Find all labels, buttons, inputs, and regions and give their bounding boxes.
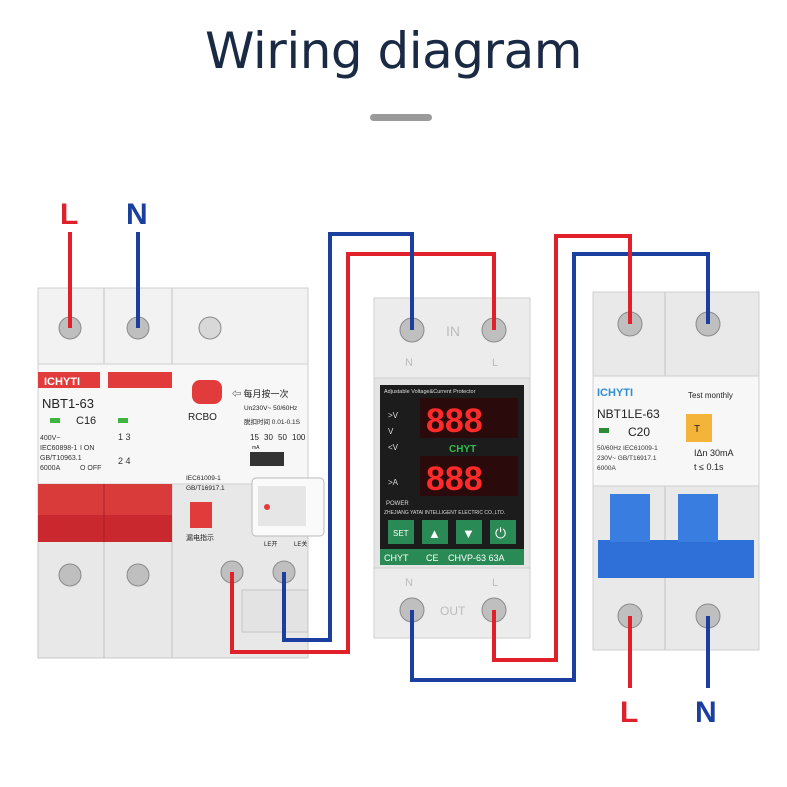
- rcbo-current-0: 15: [250, 433, 259, 442]
- rcbo-schematic-icon: 1 3: [118, 432, 131, 442]
- title-underline: [370, 114, 432, 121]
- rcbo-on-label: I ON: [80, 445, 94, 452]
- protector-brand-bottom: CHYT: [384, 553, 409, 563]
- protector-down-button[interactable]: [456, 520, 482, 544]
- protector-company: ZHEJIANG YATAI INTELLIGENT ELECTRIC CO.,…: [384, 510, 505, 516]
- rccb-sensitivity: IΔn 30mA: [694, 448, 734, 458]
- rcbo-status-led-1: [50, 418, 60, 423]
- wire-protector-to-rccb-live: [492, 234, 632, 662]
- protector-ind-3: >A: [388, 478, 399, 487]
- protector-down-label: ▼: [462, 526, 475, 541]
- rcbo-current-2: 50: [278, 433, 287, 442]
- rcbo-off-label: O OFF: [80, 465, 101, 472]
- rcbo-current-1: 30: [264, 433, 273, 442]
- rcbo-spec-2: GB/T10963.1: [40, 455, 82, 462]
- protector-ce-mark: CE: [426, 553, 439, 563]
- protector-in-label: IN: [446, 323, 460, 339]
- rccb-test-button[interactable]: [686, 414, 712, 442]
- protector-bottom-n: N: [405, 577, 413, 589]
- rcbo-name: RCBO: [188, 412, 217, 423]
- input-live-label: L: [60, 198, 78, 231]
- rcbo-slide-switch[interactable]: [250, 452, 284, 466]
- page-title: Wiring diagram: [205, 22, 582, 80]
- rccb-model: NBT1LE-63: [597, 407, 660, 421]
- protector-up-button[interactable]: [422, 520, 448, 544]
- protector-bottom-l: L: [492, 577, 498, 589]
- protector-power-label: POWER: [386, 501, 409, 507]
- output-neutral-label: N: [695, 696, 717, 729]
- rccb-brand: ICHYTI: [597, 387, 633, 399]
- rccb-breaker: ICHYTI NBT1LE-63 C20 50/60Hz IEC61009-1 …: [592, 291, 760, 651]
- rcbo-breaker: ICHYTI NBT1-63 C16 400V~ IEC60898-1 GB/T…: [37, 287, 325, 659]
- rcbo-standard-1: GB/T16917.1: [186, 485, 225, 492]
- svg-text:2 4: 2 4: [118, 456, 131, 466]
- protector-set-button[interactable]: [388, 520, 414, 544]
- rcbo-leak-label: 漏电指示: [186, 533, 214, 542]
- rccb-spec-2: 6000A: [597, 465, 616, 472]
- protector-power-icon: ⏻: [495, 525, 506, 541]
- input-neutral-label: N: [126, 198, 148, 231]
- rccb-status-led: [599, 428, 609, 433]
- rcbo-switch-off: LE关: [294, 540, 307, 548]
- rcbo-test-button[interactable]: [192, 380, 222, 404]
- protector-header: Adjustable Voltage&Current Protector: [384, 389, 476, 395]
- protector-power-button[interactable]: [490, 520, 516, 544]
- rcbo-current-3: 100: [292, 433, 306, 442]
- rcbo-status-led-2: [118, 418, 128, 423]
- rcbo-spec-0: 400V~: [40, 435, 60, 442]
- protector-ind-0: >V: [388, 411, 399, 420]
- rccb-rating: C20: [628, 425, 650, 439]
- protector-model: CHVP-63 63A: [448, 553, 505, 563]
- rccb-test-key: T: [694, 424, 700, 435]
- protector-top-n: N: [405, 357, 413, 369]
- protector-brand-mid: CHYT: [449, 444, 476, 455]
- rcbo-spec-1: IEC60898-1: [40, 445, 77, 452]
- rcbo-current-unit: mA: [252, 445, 260, 451]
- wire-rcbo-to-protector-live: [230, 252, 496, 654]
- rcbo-leak-indicator: [190, 502, 212, 528]
- rcbo-trip-time: 脱扣时间 0.01-0.1S: [244, 417, 301, 426]
- protector-set-label: SET: [393, 529, 409, 538]
- protector-ind-1: V: [388, 427, 394, 436]
- output-live-label: L: [620, 696, 638, 729]
- protector-top-l: L: [492, 357, 498, 369]
- protector-out-label: OUT: [440, 604, 466, 618]
- rcbo-test-hint: ⇦ 每月按一次: [232, 388, 289, 399]
- rcbo-model: NBT1-63: [42, 396, 94, 411]
- rcbo-brand: ICHYTI: [44, 376, 80, 388]
- wire-rcbo-to-protector-neutral: [282, 232, 414, 642]
- rcbo-voltage: Un230V~ 50/60Hz: [244, 405, 297, 412]
- protector-voltage-display: 888: [426, 402, 483, 440]
- protector-up-label: ▲: [428, 526, 441, 541]
- rccb-spec-1: 230V~ GB/T16917.1: [597, 455, 657, 462]
- rccb-spec-0: 50/60Hz IEC61009-1: [597, 445, 658, 452]
- protector-ind-2: <V: [388, 443, 399, 452]
- rccb-trip-time: t ≤ 0.1s: [694, 462, 724, 472]
- rcbo-switch-on: LE开: [264, 541, 277, 548]
- rccb-test-label: Test monthly: [688, 391, 733, 400]
- wire-protector-to-rccb-neutral: [410, 252, 710, 682]
- rccb-toggle[interactable]: [598, 540, 754, 578]
- rcbo-standard-0: IEC61009-1: [186, 475, 221, 482]
- protector-current-display: 888: [426, 460, 483, 498]
- rcbo-spec-3: 6000A: [40, 465, 61, 472]
- voltage-current-protector: IN N L Adjustable Voltage&Current Protec…: [373, 297, 531, 639]
- rcbo-rating: C16: [76, 415, 96, 427]
